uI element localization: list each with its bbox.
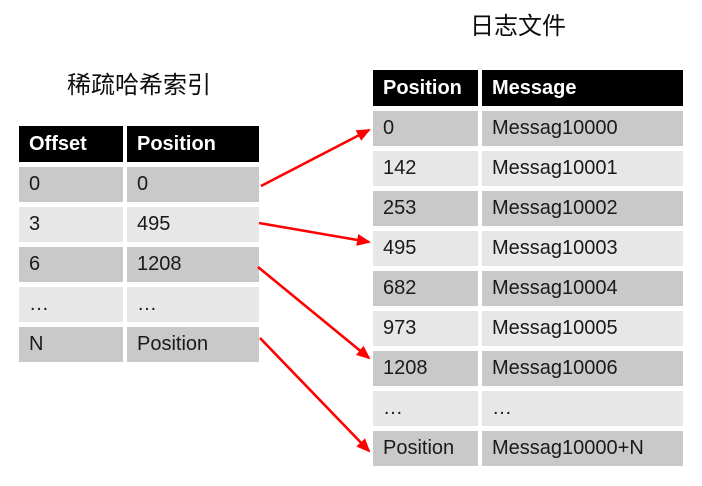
table-cell: N <box>19 327 123 362</box>
column-header: Position <box>127 126 259 162</box>
table-cell: 253 <box>373 191 478 226</box>
table-cell: 0 <box>127 167 259 202</box>
table-cell: 495 <box>373 231 478 266</box>
table-cell: 6 <box>19 247 123 282</box>
table-cell: 3 <box>19 207 123 242</box>
table-cell: 682 <box>373 271 478 306</box>
table-cell: 973 <box>373 311 478 346</box>
table-cell: 0 <box>373 111 478 146</box>
column-header: Offset <box>19 126 123 162</box>
table-cell: Messag10000 <box>482 111 683 146</box>
table-cell: 142 <box>373 151 478 186</box>
arrow-offset-0-to-log-0 <box>260 128 371 188</box>
table-cell: Messag10003 <box>482 231 683 266</box>
table-cell: … <box>127 287 259 322</box>
table-cell: 0 <box>19 167 123 202</box>
table-cell: … <box>19 287 123 322</box>
arrow-offset-6-to-log-1208 <box>257 265 371 360</box>
arrow-offset-3-to-log-495 <box>258 221 371 246</box>
table-cell: 495 <box>127 207 259 242</box>
table-cell: Position <box>127 327 259 362</box>
table-cell: … <box>373 391 478 426</box>
table-cell: Messag10001 <box>482 151 683 186</box>
table-cell: Messag10006 <box>482 351 683 386</box>
table-cell: Messag10004 <box>482 271 683 306</box>
column-header: Position <box>373 70 478 106</box>
table-cell: Messag10002 <box>482 191 683 226</box>
table-cell: … <box>482 391 683 426</box>
table-cell: 1208 <box>373 351 478 386</box>
column-header: Message <box>482 70 683 106</box>
arrow-offset-N-to-log-position <box>259 337 371 453</box>
table-cell: Messag10005 <box>482 311 683 346</box>
log-file-title: 日志文件 <box>470 13 566 40</box>
table-cell: 1208 <box>127 247 259 282</box>
sparse-hash-index-title: 稀疏哈希索引 <box>67 72 211 99</box>
table-cell: Messag10000+N <box>482 431 683 466</box>
table-cell: Position <box>373 431 478 466</box>
